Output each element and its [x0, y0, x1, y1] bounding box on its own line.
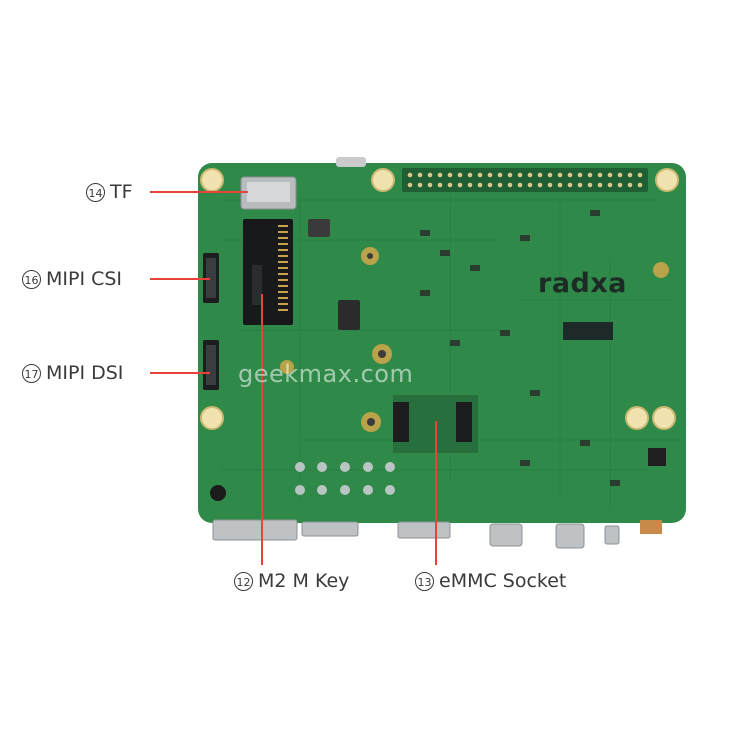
gold-pads — [280, 247, 669, 432]
callout-label: TF — [110, 181, 133, 203]
callout-number: 16 — [22, 269, 41, 289]
callout-number: 17 — [22, 363, 41, 383]
callout-label: MIPI CSI — [46, 268, 123, 290]
pcb-board — [198, 163, 686, 523]
callout-label: M2 M Key — [258, 570, 350, 592]
callout-mipi-csi: 16 MIPI CSI — [22, 268, 122, 290]
leader-lines — [150, 191, 437, 565]
callout-label: MIPI DSI — [46, 362, 124, 384]
callout-tf: 14 TF — [86, 181, 133, 203]
callout-number: 12 — [234, 571, 253, 591]
gpio-header — [402, 168, 648, 192]
m2-slot — [243, 219, 293, 325]
callout-number: 14 — [86, 182, 105, 202]
callout-label: eMMC Socket — [439, 570, 567, 592]
mounting-holes — [200, 168, 679, 430]
watermark: geekmax.com — [238, 360, 414, 388]
callout-m2-m-key: 12 M2 M Key — [234, 570, 349, 592]
bottom-ports — [212, 519, 620, 549]
callout-mipi-dsi: 17 MIPI DSI — [22, 362, 123, 384]
callout-number: 13 — [415, 571, 434, 591]
callout-emmc-socket: 13 eMMC Socket — [415, 570, 566, 592]
brand-logo: radxa — [538, 268, 627, 299]
